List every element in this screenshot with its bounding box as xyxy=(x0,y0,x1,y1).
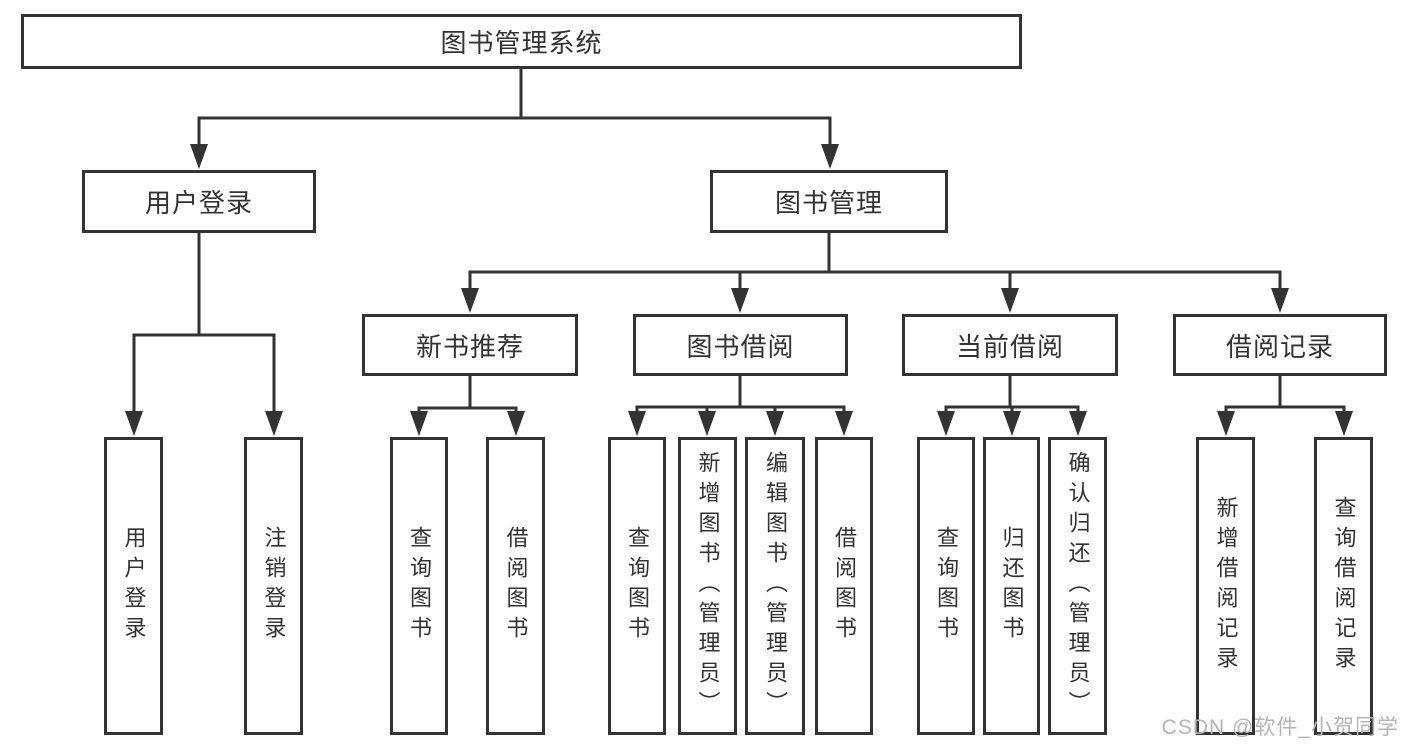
leaf-user-login: 用户登录 xyxy=(104,437,163,735)
leaf-records-add: 新增借阅记录 xyxy=(1196,437,1255,735)
node-borrow-records: 借阅记录 xyxy=(1173,314,1387,376)
leaf-borrow-borrow: 借阅图书 xyxy=(815,437,873,735)
edge-newbook-leaves xyxy=(417,375,518,420)
arrow-down-icon xyxy=(410,411,428,436)
edge-bookmgmt-level3 xyxy=(468,232,1282,296)
leaf-label: 编辑图书（管理员） xyxy=(763,451,788,721)
arrow-down-icon xyxy=(1001,288,1019,313)
leaf-label: 新增借阅记录 xyxy=(1213,496,1239,676)
leaf-label: 注销登录 xyxy=(261,526,287,646)
arrow-down-icon xyxy=(190,144,208,169)
leaf-logout: 注销登录 xyxy=(244,437,303,735)
leaf-newbook-borrow: 借阅图书 xyxy=(486,437,545,735)
leaf-label: 归还图书 xyxy=(999,526,1025,646)
edge-borrow-leaves xyxy=(635,375,846,420)
arrow-down-icon xyxy=(125,411,143,436)
arrow-down-icon xyxy=(628,411,646,436)
arrow-down-icon xyxy=(507,411,525,436)
node-new-book-rec: 新书推荐 xyxy=(362,314,578,376)
arrow-down-icon xyxy=(821,144,839,169)
leaf-records-query: 查询借阅记录 xyxy=(1314,437,1373,735)
csdn-watermark: CSDN @软件_小贺同学 xyxy=(1161,716,1399,739)
arrow-down-icon xyxy=(265,411,283,436)
node-book-mgmt: 图书管理 xyxy=(710,170,948,233)
node-user-login: 用户登录 xyxy=(82,170,316,233)
leaf-label: 查询图书 xyxy=(407,526,432,646)
leaf-label: 查询图书 xyxy=(625,526,650,646)
arrow-down-icon xyxy=(1271,288,1289,313)
leaf-borrow-add: 新增图书（管理员） xyxy=(678,437,737,735)
arrow-down-icon xyxy=(1003,411,1021,436)
leaf-borrow-edit: 编辑图书（管理员） xyxy=(745,437,805,735)
arrow-down-icon xyxy=(1217,411,1235,436)
edge-root-level2 xyxy=(197,69,832,152)
node-book-borrow: 图书借阅 xyxy=(633,314,848,376)
arrow-down-icon xyxy=(835,411,853,436)
node-root: 图书管理系统 xyxy=(21,14,1022,69)
leaf-label: 借阅图书 xyxy=(503,526,529,646)
arrow-down-icon xyxy=(766,411,784,436)
arrow-down-icon xyxy=(1069,411,1087,436)
leaf-label: 新增图书（管理员） xyxy=(695,451,721,721)
arrow-down-icon xyxy=(1335,411,1353,436)
leaf-label: 借阅图书 xyxy=(832,526,857,646)
edge-records-leaves xyxy=(1224,375,1346,420)
leaf-newbook-query: 查询图书 xyxy=(390,437,448,735)
edge-userlogin-leaves xyxy=(132,232,276,419)
leaf-current-return: 归还图书 xyxy=(983,437,1040,735)
leaf-label: 用户登录 xyxy=(121,526,147,646)
leaf-current-query: 查询图书 xyxy=(917,437,975,735)
leaf-borrow-query: 查询图书 xyxy=(608,437,666,735)
leaf-label: 查询借阅记录 xyxy=(1331,496,1357,676)
node-current-borrow: 当前借阅 xyxy=(902,314,1118,376)
arrow-down-icon xyxy=(461,288,479,313)
leaf-label: 查询图书 xyxy=(934,526,959,646)
leaf-current-confirm: 确认归还（管理员） xyxy=(1048,437,1107,735)
leaf-label: 确认归还（管理员） xyxy=(1065,451,1091,721)
arrow-down-icon xyxy=(698,411,716,436)
arrowhead-icons xyxy=(125,144,1353,436)
arrow-down-icon xyxy=(937,411,955,436)
arrow-down-icon xyxy=(731,288,749,313)
tree-edges xyxy=(132,69,1346,420)
